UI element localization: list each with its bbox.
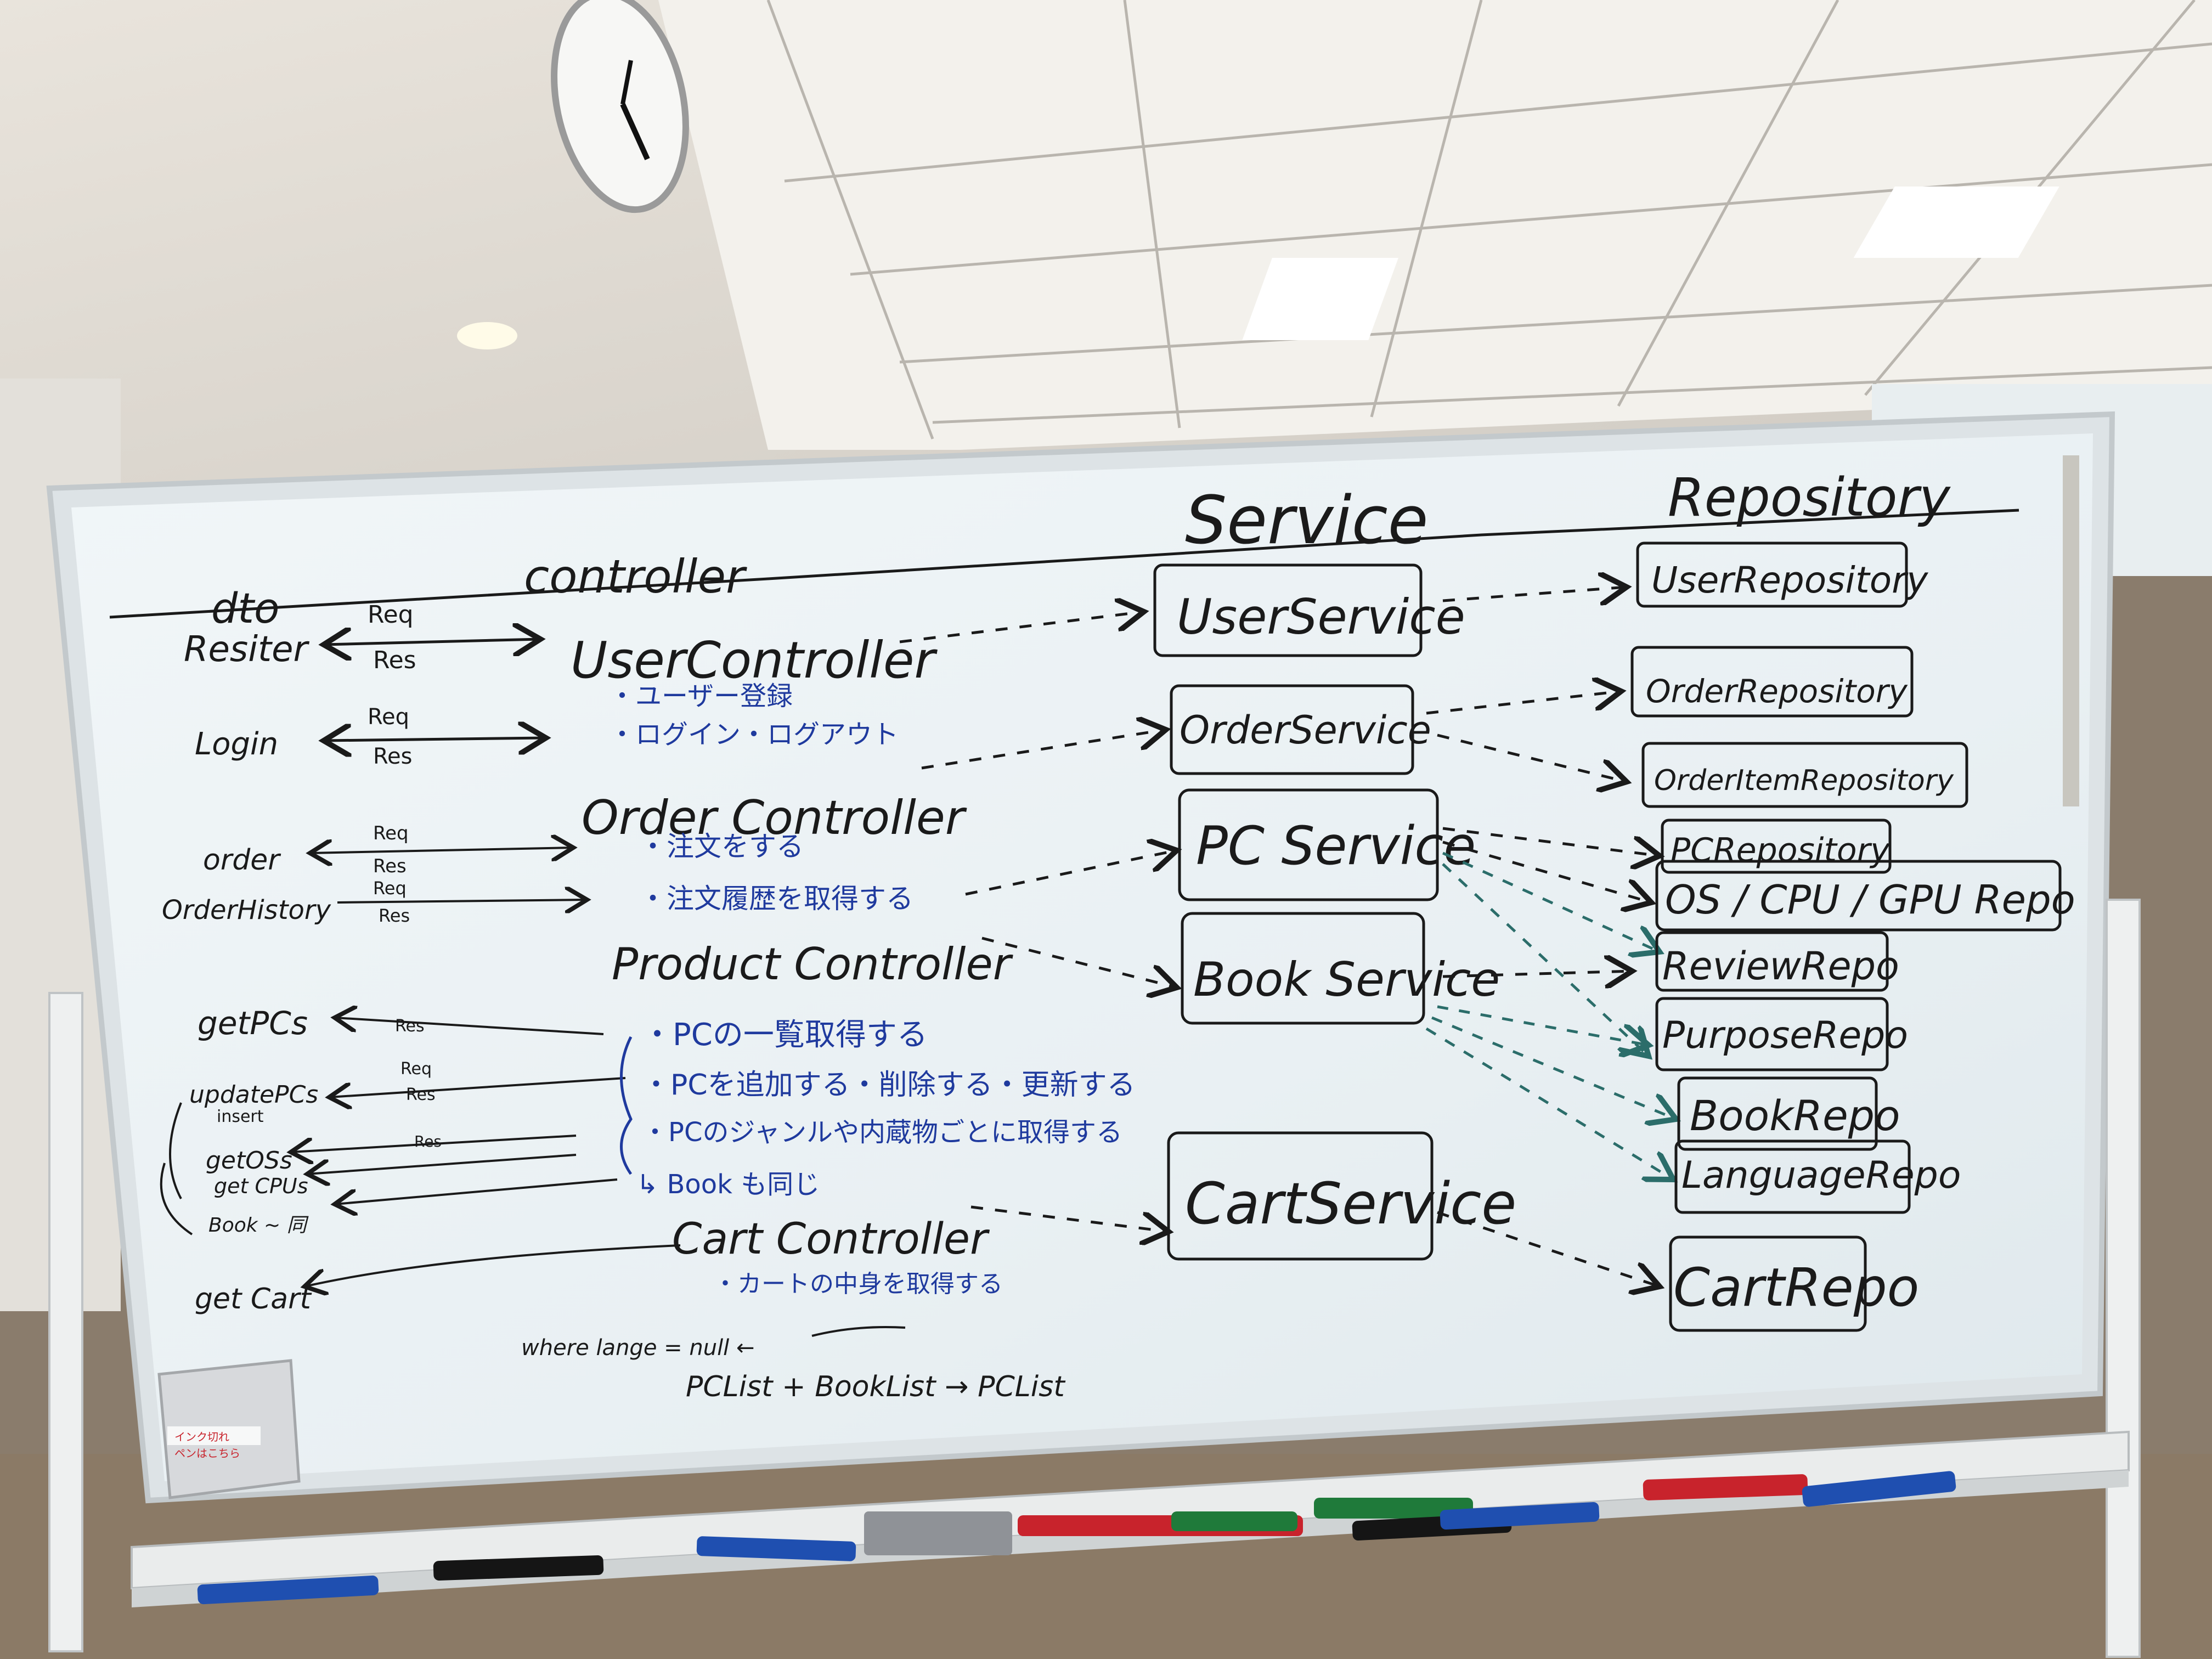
pen-holder-label-1: インク切れ bbox=[174, 1430, 229, 1443]
dto-res-label: Res bbox=[373, 744, 412, 769]
dto-get-cart: get Cart bbox=[195, 1283, 312, 1316]
dto-order-history: OrderHistory bbox=[162, 895, 331, 926]
repository-column: UserRepository OrderRepository OrderItem… bbox=[1630, 541, 2075, 1332]
whiteboard-stand bbox=[48, 899, 2141, 1658]
service-user: UserService bbox=[1153, 563, 1465, 657]
dto-order: order bbox=[203, 844, 281, 877]
ceiling-light-icon bbox=[457, 187, 2059, 349]
controller-product-note-2: ・PCを追加する・削除する・更新する bbox=[642, 1069, 1136, 1102]
service-cart: CartService bbox=[1167, 1131, 1516, 1261]
repo-language: LanguageRepo bbox=[1674, 1139, 1961, 1214]
controller-product: Product Controller bbox=[612, 939, 1014, 990]
marker-icon bbox=[1802, 1471, 1956, 1507]
dto-get-pcs: getPCs bbox=[198, 1005, 308, 1042]
header-service: Service bbox=[1185, 483, 1429, 559]
service-order: OrderService bbox=[1170, 684, 1431, 775]
controller-column: UserController ・ユーザー登録 ・ログイン・ログアウト Order… bbox=[571, 631, 1136, 1298]
controller-user-note-2: ・ログイン・ログアウト bbox=[609, 719, 899, 750]
dto-bracket bbox=[160, 1102, 193, 1235]
repo-pc: PCRepository bbox=[1661, 819, 1892, 874]
repo-user-label: UserRepository bbox=[1651, 559, 1928, 601]
service-book-label: Book Service bbox=[1193, 952, 1500, 1007]
dto-get-cpus: get CPUs bbox=[214, 1174, 308, 1198]
marker-icon bbox=[197, 1575, 379, 1605]
repo-cart-label: CartRepo bbox=[1673, 1257, 1919, 1318]
marker-icon bbox=[696, 1536, 856, 1561]
repo-os-cpu-gpu: OS / CPU / GPU Repo bbox=[1655, 860, 2075, 932]
dto-insert: insert bbox=[217, 1107, 264, 1126]
header-controller: controller bbox=[524, 550, 747, 603]
dto-res-label: Res bbox=[395, 1017, 425, 1036]
controller-order: Order Controller bbox=[582, 791, 967, 845]
marker-icon bbox=[1643, 1474, 1808, 1500]
pen-holder-label-2: ペンはこちら bbox=[174, 1447, 240, 1460]
repo-os-cpu-gpu-label: OS / CPU / GPU Repo bbox=[1665, 877, 2075, 923]
service-pc: PC Service bbox=[1178, 788, 1476, 901]
marker-icon bbox=[433, 1555, 604, 1581]
dto-req-label: Req bbox=[368, 704, 409, 730]
dto-book: Book ~ 同 bbox=[208, 1214, 309, 1237]
repo-language-label: LanguageRepo bbox=[1681, 1154, 1961, 1197]
product-bracket bbox=[620, 1036, 633, 1175]
repo-cart: CartRepo bbox=[1669, 1235, 1919, 1332]
dto-req-label: Req bbox=[373, 878, 407, 899]
dto-res-label: Res bbox=[373, 855, 407, 877]
controller-product-note-4: ↳ Book も同じ bbox=[636, 1169, 820, 1200]
dto-get-oss: getOSs bbox=[206, 1147, 292, 1175]
wall-clock-icon bbox=[551, 0, 689, 213]
repo-order: OrderRepository bbox=[1630, 646, 1914, 718]
controller-user-note-1: ・ユーザー登録 bbox=[609, 681, 793, 712]
pen-holder-icon: インク切れ ペンはこちら bbox=[157, 1359, 301, 1499]
note-where-clause: where lange = null ← bbox=[521, 1335, 755, 1361]
tray-items bbox=[197, 1471, 1956, 1605]
repo-order-item-label: OrderItemRepository bbox=[1654, 764, 1954, 797]
repo-pc-label: PCRepository bbox=[1671, 831, 1891, 870]
header-underline bbox=[109, 509, 2019, 619]
dto-res-label: Res bbox=[414, 1132, 442, 1150]
service-order-label: OrderService bbox=[1180, 708, 1431, 753]
repo-order-item: OrderItemRepository bbox=[1641, 742, 1968, 808]
header-repository: Repository bbox=[1668, 467, 1951, 528]
marker-icon bbox=[1440, 1502, 1600, 1530]
controller-product-note-3: ・PCのジャンルや内蔵物ごとに取得する bbox=[642, 1117, 1122, 1148]
repo-review: ReviewRepo bbox=[1655, 931, 1899, 992]
dto-column: Resiter Req Res Login Req Res order Req … bbox=[160, 601, 681, 1316]
controller-cart-note-1: ・カートの中身を取得する bbox=[713, 1270, 1003, 1298]
service-repository-arrows bbox=[1426, 587, 1660, 1286]
board-edge-strip bbox=[2063, 455, 2079, 806]
dto-res-label: Res bbox=[379, 905, 410, 926]
repo-book-label: BookRepo bbox=[1690, 1091, 1900, 1140]
service-user-label: UserService bbox=[1177, 589, 1465, 645]
dto-register: Resiter bbox=[184, 629, 309, 670]
service-book: Book Service bbox=[1181, 912, 1500, 1025]
dto-res-label: Res bbox=[373, 646, 416, 674]
repo-review-label: ReviewRepo bbox=[1662, 944, 1899, 989]
note-list-merge: PCList + BookList → PCList bbox=[686, 1370, 1065, 1403]
service-cart-label: CartService bbox=[1185, 1170, 1516, 1237]
service-column: UserService OrderService PC Service Book… bbox=[1153, 563, 1516, 1261]
dto-login: Login bbox=[195, 726, 278, 762]
controller-service-arrows bbox=[899, 612, 1177, 1232]
eraser-icon bbox=[864, 1511, 1012, 1555]
dto-res-label: Res bbox=[406, 1085, 436, 1104]
dto-req-label: Req bbox=[368, 601, 414, 629]
repo-purpose: PurposeRepo bbox=[1655, 997, 1908, 1071]
service-repository-arrows-green bbox=[1425, 851, 1676, 1180]
controller-order-note-1: ・注文をする bbox=[639, 831, 804, 862]
repo-purpose-label: PurposeRepo bbox=[1662, 1014, 1908, 1057]
controller-order-note-2: ・注文履歴を取得する bbox=[639, 883, 913, 915]
dto-update-pcs: updatePCs bbox=[189, 1081, 318, 1109]
repo-order-label: OrderRepository bbox=[1646, 673, 1908, 710]
marker-icon bbox=[1314, 1498, 1473, 1519]
dto-req-label: Req bbox=[400, 1059, 432, 1079]
controller-cart: Cart Controller bbox=[672, 1215, 990, 1264]
marker-icon bbox=[1171, 1511, 1297, 1531]
dto-req-label: Req bbox=[373, 822, 409, 844]
controller-user: UserController bbox=[571, 631, 938, 690]
service-pc-label: PC Service bbox=[1196, 815, 1476, 877]
controller-product-note-1: ・PCの一覧取得する bbox=[642, 1017, 928, 1053]
repo-user: UserRepository bbox=[1636, 541, 1928, 608]
repo-book: BookRepo bbox=[1677, 1076, 1900, 1151]
